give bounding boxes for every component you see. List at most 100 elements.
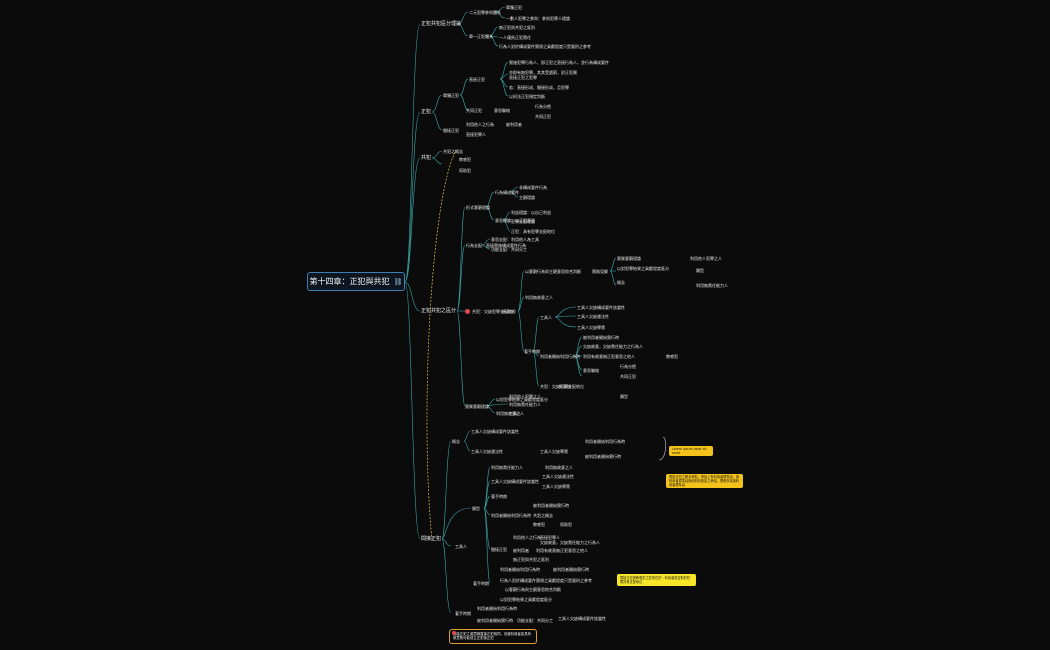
node-a4b1[interactable]: 意思理論：以正犯意思 — [495, 218, 535, 223]
node-a5c[interactable]: 工具人 — [540, 315, 552, 320]
node-a5-exec-b[interactable]: 被利用者開始實行時 — [553, 567, 589, 572]
node-a2c2a[interactable]: 欠缺故意，欠缺責任能力之行為人 — [583, 344, 643, 349]
node-a5-concept[interactable]: 概念 — [452, 439, 460, 444]
node-a2a1a[interactable]: 實施犯罪行為人、即正犯之直接行為人，並行為構成要件 — [509, 60, 609, 65]
node-a5d1-b[interactable]: 利用者開始利用行為時 — [585, 439, 625, 444]
node-a5b1-b[interactable]: 利用無責任能力人 — [509, 402, 541, 407]
node-a4a[interactable]: 形式客觀理論 — [466, 205, 490, 210]
node-a1a1[interactable]: 單獨正犯 — [506, 5, 522, 10]
note-english[interactable]: Lorem ipsum dolor sit amet — [669, 446, 713, 456]
node-a1a[interactable]: 二元犯罪參與體系 — [469, 10, 501, 15]
node-a2b2-dup[interactable]: 行為分擔 — [620, 364, 636, 369]
node-a5-tool-d[interactable]: 利用他人之行為 — [513, 535, 541, 540]
node-a5-exec[interactable]: 著手時期 — [473, 581, 489, 586]
node-a3[interactable]: 共犯 — [421, 155, 432, 161]
node-a1a2[interactable]: 一數人犯罪之參與：參與犯罪人理論 — [506, 16, 570, 21]
node-a2b1[interactable]: 意思聯絡 — [494, 108, 510, 113]
node-a5[interactable]: 間接正犯 — [421, 536, 442, 542]
node-a5-start-time-c[interactable]: 功能支配：共同分工 — [517, 618, 553, 623]
node-a2a1c[interactable]: 若：直接形成、間接形成，且犯罪 — [509, 85, 569, 90]
node-a4d2[interactable]: 實務見解 — [592, 269, 608, 274]
node-a2a1b[interactable]: 亦即有無犯罪，其其受處罰，對正犯屬直接正犯之犯罪 — [509, 70, 577, 80]
node-a4a1[interactable]: 行為構成要件 — [495, 190, 519, 195]
node-a4b2[interactable]: 利益理論：以自己利益 — [511, 210, 551, 215]
node-a5d2[interactable]: 被利用者開始實行時 — [583, 335, 619, 340]
node-a2b1-dup[interactable]: 意思聯絡 — [583, 368, 599, 373]
node-a5b2-c[interactable]: 利用無故意之人 — [545, 465, 573, 470]
node-a5-tool-h[interactable]: 利用有故意無正犯意思之他人 — [536, 548, 588, 553]
node-a4d1[interactable]: 以客觀行為與主觀意思綜合判斷 — [525, 269, 581, 274]
node-a5-types[interactable]: 類型 — [472, 506, 480, 511]
node-a3a1-c[interactable]: 教唆犯 — [533, 522, 545, 527]
node-a3a1-dup[interactable]: 教唆犯 — [666, 354, 678, 359]
node-a5-tool-f[interactable]: 欠缺故意，欠缺責任能力之行為人 — [540, 540, 600, 545]
node-a4b[interactable]: 主觀理論 — [519, 195, 535, 200]
node-a4a2[interactable]: 非構成要件行為 — [519, 185, 547, 190]
node-a5b[interactable]: 類型 — [696, 268, 704, 273]
node-a5-exec-c[interactable]: 行為人對於構成要件實現之貢獻程度只是量刑之參考 — [500, 578, 592, 583]
node-a5-tool[interactable]: 工具人 — [455, 544, 467, 549]
node-a5d[interactable]: 著手時期 — [524, 349, 540, 354]
node-a2b[interactable]: 共同正犯 — [466, 108, 482, 113]
node-a5-start-b[interactable]: 利用者開始利用行為時 — [491, 513, 531, 518]
node-a5-exec-a[interactable]: 利用者開始利用行為時 — [500, 567, 540, 572]
node-a1[interactable]: 正犯共犯區分理論 — [421, 21, 462, 27]
node-a1b1[interactable]: 無正犯與共犯之區別 — [499, 25, 535, 30]
node-a5b2-b[interactable]: 利用無故意之人 — [496, 411, 524, 416]
node-a5-start[interactable]: 著手時期 — [491, 494, 507, 499]
node-a5-tool-sum[interactable]: 間接正犯 — [491, 547, 507, 552]
node-a5-exec-e[interactable]: 以對犯罪結果之貢獻程度區分 — [500, 597, 552, 602]
node-a4e1[interactable]: 以對犯罪結果之貢獻程度區分 — [617, 266, 669, 271]
node-a4c1a[interactable]: 行為支配：直接實施構成要件行為 — [466, 243, 526, 248]
note-yellow-bright[interactable]: 間接正犯與教唆犯之區別在於：利用者是否對於犯罪具有支配地位 — [617, 574, 696, 586]
node-a2b2[interactable]: 行為分擔 — [535, 104, 551, 109]
node-a5c1-b[interactable]: 工具人欠缺構成要件該當性 — [471, 429, 519, 434]
node-a4e-b[interactable]: 實質客觀理論 — [465, 404, 489, 409]
node-a5-exec-d[interactable]: 以客觀行為與主觀意思綜合判斷 — [505, 587, 561, 592]
node-a5b2[interactable]: 利用無故意之人 — [525, 295, 553, 300]
node-a5c1[interactable]: 工具人欠缺構成要件該當性 — [577, 305, 625, 310]
node-a2c2b[interactable]: 利用有故意無正犯意思之他人 — [583, 354, 635, 359]
node-a5b1-c[interactable]: 利用無責任能力人 — [491, 465, 523, 470]
node-a5-tool-i[interactable]: 無正犯與共犯之區別 — [513, 557, 549, 562]
node-a4e1-b[interactable]: 以對犯罪結果之貢獻程度區分 — [496, 397, 548, 402]
node-a2a1[interactable]: 直接正犯 — [469, 77, 485, 82]
node-a4[interactable]: 正犯共犯之區分 — [421, 308, 457, 314]
node-a5a1[interactable]: 利用他人犯罪之人 — [690, 256, 722, 261]
node-a2b3[interactable]: 共同正犯 — [535, 114, 551, 119]
node-a5c2[interactable]: 工具人欠缺違法性 — [577, 314, 609, 319]
node-a2c1[interactable]: 利用他人之行為 — [466, 122, 494, 127]
node-a5b-b[interactable]: 類型 — [620, 394, 628, 399]
node-a5-start-time-b[interactable]: 被利用者開始實行時 — [477, 618, 513, 623]
node-a5b1[interactable]: 利用無責任能力人 — [696, 283, 728, 288]
node-a5c3-b[interactable]: 工具人欠缺罪責 — [540, 449, 568, 454]
node-a2a[interactable]: 單獨正犯 — [443, 93, 459, 98]
note-yellow-small[interactable]: 間接正犯之著手時點，學說上有利用者標準說、被利用者標準說與個別判斷說之爭議，實務… — [666, 474, 743, 488]
node-a3a-b[interactable]: 共犯之概念 — [533, 513, 553, 518]
node-a5-tool-c[interactable]: 工具人欠缺罪責 — [542, 484, 570, 489]
node-a5a[interactable]: 概念 — [617, 280, 625, 285]
node-a4c2-sub[interactable]: 共犯：欠缺犯罪支配地位 — [540, 384, 584, 389]
node-a1b[interactable]: 單一正犯體系 — [469, 34, 493, 39]
node-a5d2-b[interactable]: 被利用者開始實行時 — [585, 454, 621, 459]
node-a1b3[interactable]: 行為人對於構成要件實現之貢獻程度只是量刑之參考 — [499, 44, 591, 49]
node-a4c[interactable]: 犯罪支配理論 — [511, 219, 535, 224]
node-a3a[interactable]: 共犯之概念 — [443, 149, 463, 154]
node-a3a1[interactable]: 教唆犯 — [459, 157, 471, 162]
node-a2[interactable]: 正犯 — [421, 109, 432, 115]
node-a2a1d[interactable]: 以刑法正犯規定判斷 — [509, 94, 545, 99]
node-a4c1c[interactable]: 功能支配：共同分工 — [491, 247, 527, 252]
node-a3a2-c[interactable]: 幫助犯 — [560, 522, 572, 527]
node-a5a1-b[interactable]: 利用他人犯罪之人 — [509, 394, 541, 399]
node-a5d1[interactable]: 利用者開始利用行為時 — [540, 354, 580, 359]
root-node[interactable]: 第十四章：正犯與共犯 ⛓ — [307, 272, 405, 291]
node-a5c-b[interactable]: 工具人 — [509, 411, 521, 416]
node-a4d[interactable]: 折衷說 — [502, 309, 514, 314]
node-a2b3-dup[interactable]: 共同正犯 — [620, 374, 636, 379]
node-a5-tool-g[interactable]: 被利用者 — [513, 548, 529, 553]
node-a4e[interactable]: 實質客觀理論 — [617, 256, 641, 261]
node-a5-start-time-a[interactable]: 利用者開始利用行為時 — [477, 606, 517, 611]
node-a4c1b[interactable]: 意思支配：利用他人為工具 — [491, 237, 539, 242]
node-a2c2[interactable]: 被利用者 — [506, 122, 522, 127]
node-a2c[interactable]: 間接正犯 — [443, 128, 459, 133]
